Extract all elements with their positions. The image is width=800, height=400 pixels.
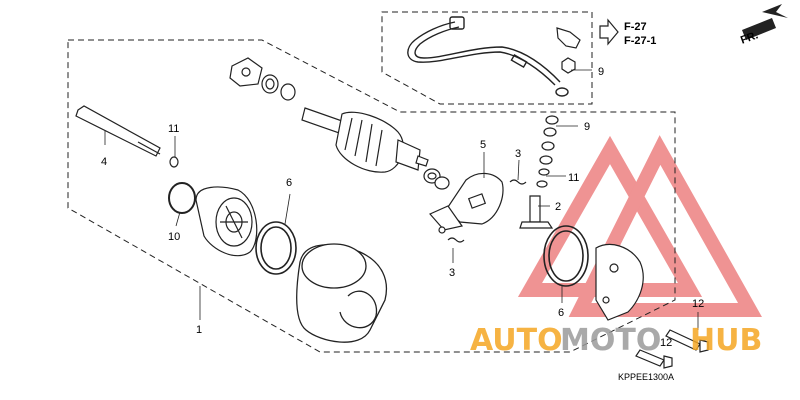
- springs: [447, 179, 527, 243]
- terminal-bolt: [519, 195, 554, 229]
- through-bolt: [75, 105, 161, 157]
- part-label: 6: [558, 307, 564, 319]
- front-direction-label: FR.: [739, 29, 760, 46]
- cable-subassembly-outline: [381, 11, 593, 105]
- part-label: 1: [196, 324, 202, 336]
- part-label: 11: [568, 172, 579, 184]
- mount-bolts: [635, 329, 709, 369]
- rear-cover: [195, 186, 258, 257]
- washer-left: [169, 156, 179, 168]
- part-label: 6: [286, 177, 292, 189]
- part-label: 9: [598, 66, 604, 78]
- part-label: 4: [101, 156, 107, 168]
- part-label: 3: [449, 267, 455, 279]
- part-number-labels: 1 2 3 3 4 5 6 6 9 9 10 11 11 12 12: [101, 66, 704, 349]
- part-label: 11: [168, 123, 179, 135]
- mounting-plate: [229, 57, 263, 87]
- washers-center: [423, 168, 450, 190]
- assembly-outline: [67, 39, 676, 353]
- o-rings-top: [261, 74, 296, 101]
- part-label: 3: [515, 148, 521, 160]
- figure-code: KPPEE1300A: [618, 372, 674, 382]
- part-label: 9: [584, 121, 590, 133]
- brush-holder: [429, 172, 504, 234]
- watermark-text: AUTO MOTO HUB: [470, 323, 762, 358]
- o-ring-10: [168, 182, 196, 214]
- starter-cable: [407, 16, 569, 97]
- reference-arrow-icon: [599, 18, 619, 46]
- part-label: 12: [692, 298, 704, 310]
- front-direction-icon: [742, 4, 788, 40]
- cable-terminal: [556, 27, 581, 74]
- part-label: 10: [168, 231, 180, 243]
- terminal-bolt-stack: [536, 115, 559, 188]
- seal-ring-right: [543, 225, 589, 287]
- watermark-auto: AUTO: [470, 323, 563, 358]
- front-cover: [595, 243, 644, 321]
- part-label: 2: [555, 201, 561, 213]
- watermark-moto: MOTO: [560, 323, 661, 358]
- reference-page-label: F-27-1: [624, 35, 656, 47]
- yoke-housing: [296, 243, 388, 343]
- armature: [301, 107, 429, 173]
- part-label: 12: [660, 337, 672, 349]
- reference-page-label: F-27: [624, 21, 647, 33]
- seal-ring-left: [255, 221, 297, 275]
- leader-lines: [104, 69, 699, 330]
- watermark-hub: HUB: [690, 323, 762, 358]
- part-label: 5: [480, 139, 486, 151]
